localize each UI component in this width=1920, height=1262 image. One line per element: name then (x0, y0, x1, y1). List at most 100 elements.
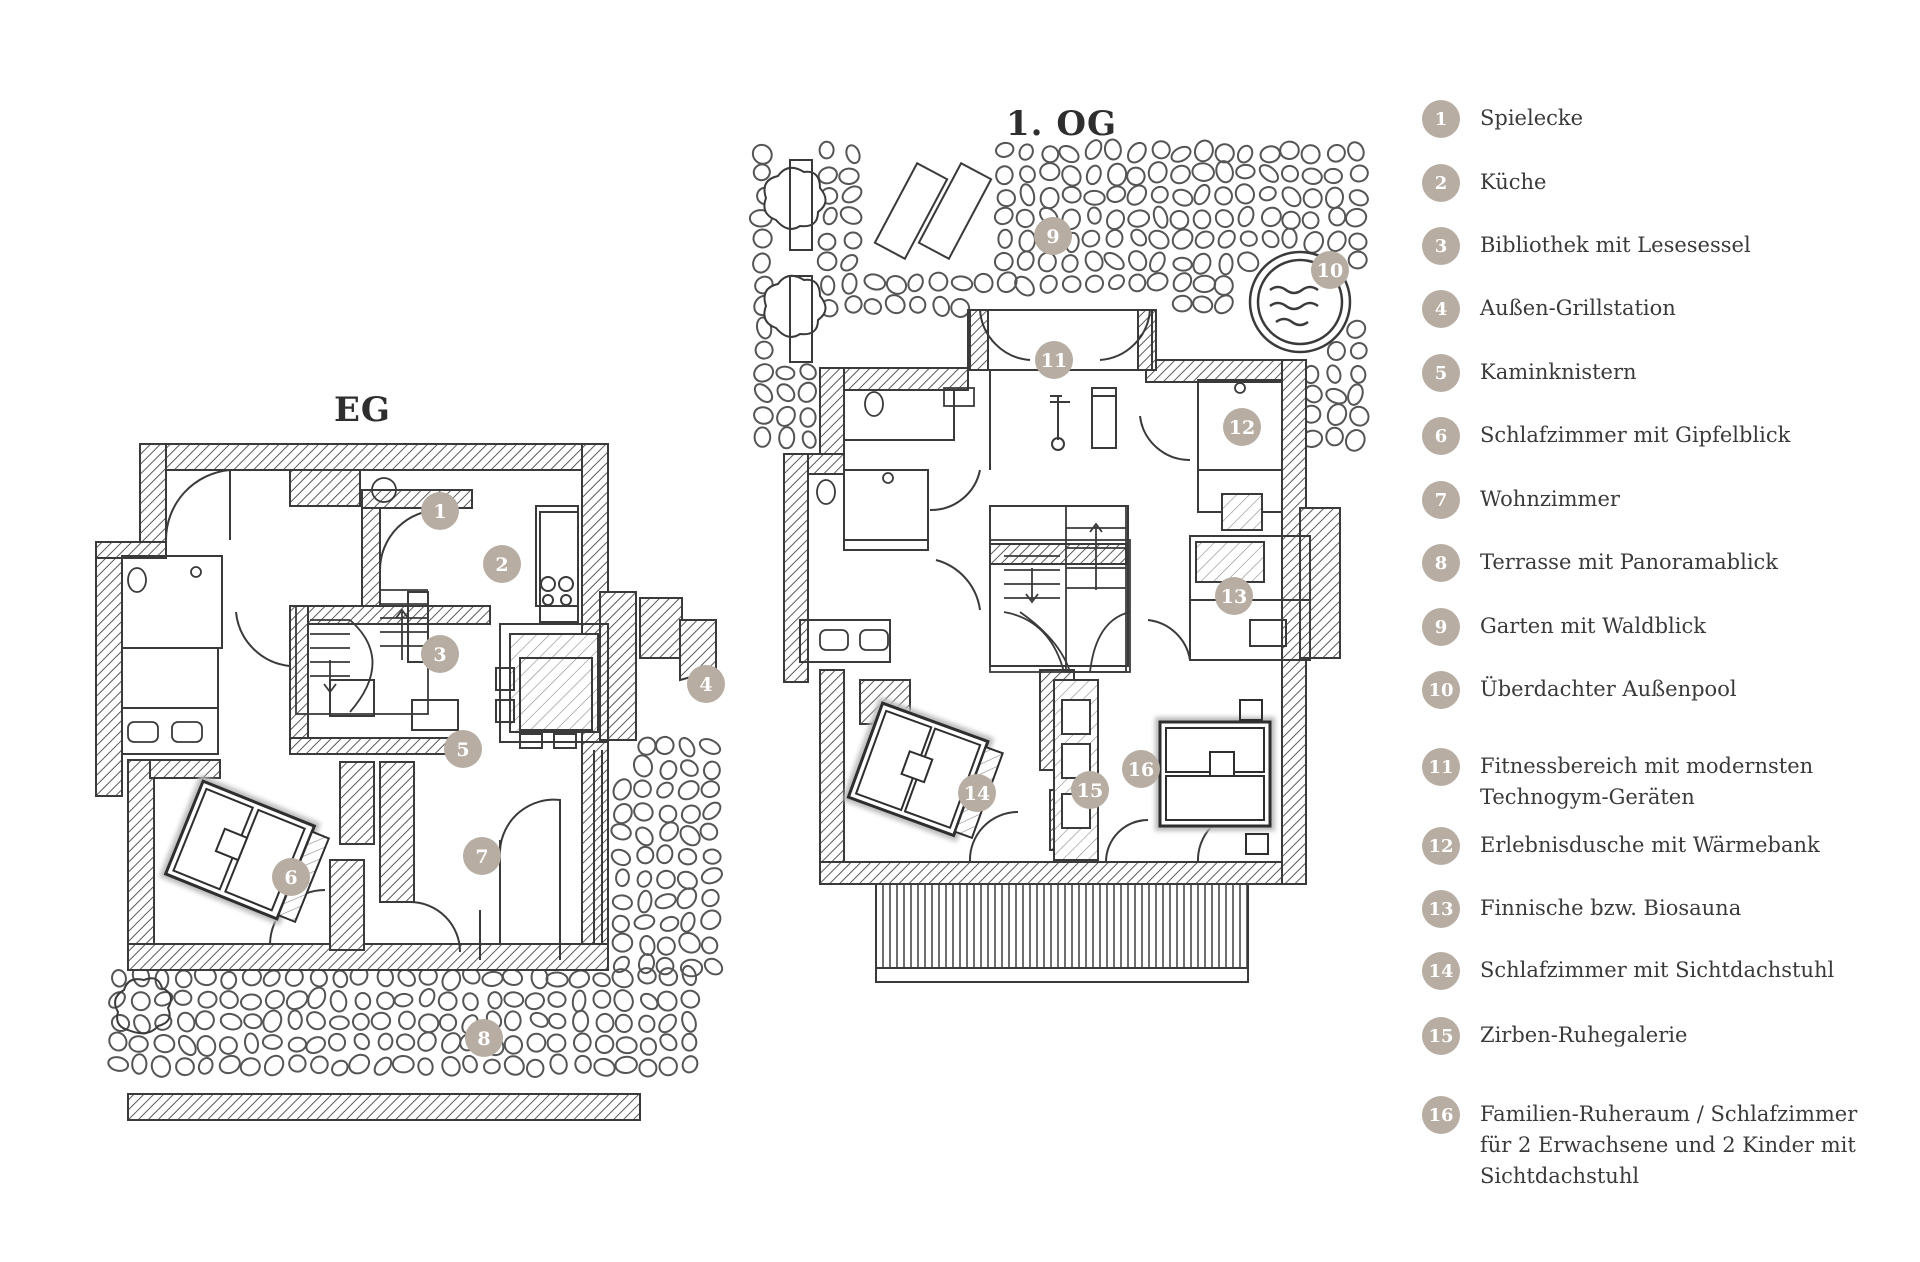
cobblestone (1171, 294, 1193, 313)
cobblestone (659, 821, 680, 842)
og-floor-title: 1. OG (1006, 104, 1117, 144)
cobblestone (633, 802, 654, 822)
cobblestone (801, 430, 817, 449)
cobblestone (1218, 252, 1234, 276)
cobblestone (1107, 162, 1128, 187)
cobblestone (1347, 250, 1368, 270)
cobblestone (613, 989, 634, 1013)
cobblestone (1015, 208, 1035, 229)
cobblestone (243, 1013, 263, 1030)
cobblestone (397, 1010, 416, 1030)
cobblestone (418, 988, 436, 1008)
cobblestone (1192, 274, 1217, 294)
cobblestone (884, 294, 906, 315)
cobblestone (592, 989, 612, 1009)
cobblestone (1214, 294, 1234, 315)
eg-floor-plan (95, 443, 724, 1121)
cobblestone (1193, 183, 1211, 206)
cobblestone (678, 736, 696, 758)
cobblestone (1258, 186, 1277, 202)
cobblestone (928, 271, 949, 292)
og-balcony (875, 883, 1249, 983)
legend-label: Bibliothek mit Lesesessel (1480, 233, 1751, 257)
cobblestone (285, 990, 309, 1011)
cobblestone (529, 1011, 549, 1028)
marker-10: 10 (1311, 251, 1349, 289)
eg-side-stones (610, 735, 724, 978)
cobblestone (418, 1013, 440, 1034)
cobblestone (131, 1053, 148, 1075)
cobblestone (676, 887, 698, 910)
cobblestone (1061, 254, 1079, 273)
cobblestone (1349, 164, 1369, 183)
cobblestone (108, 991, 126, 1009)
cobblestone (1170, 164, 1191, 185)
cobblestone (659, 915, 680, 932)
cobblestone (1151, 140, 1171, 160)
marker-9: 9 (1034, 217, 1072, 255)
legend-number-badge: 6 (1422, 417, 1460, 455)
cobblestone (753, 406, 774, 425)
marker-16-label: 16 (1128, 759, 1154, 781)
og-floor-plan (748, 138, 1370, 983)
cobblestone (153, 1033, 176, 1054)
cobblestone (655, 956, 675, 976)
cobblestone (995, 141, 1015, 158)
marker-14-label: 14 (964, 783, 990, 805)
cobblestone (1349, 342, 1368, 360)
marker-6: 6 (272, 858, 310, 896)
cobblestone (1328, 206, 1347, 227)
cobblestone (503, 1055, 525, 1076)
cobblestone (1281, 186, 1302, 208)
cobblestone (1326, 341, 1346, 361)
cobblestone (615, 868, 630, 888)
cobblestone (799, 407, 817, 428)
cobblestone (677, 848, 698, 866)
marker-8-label: 8 (477, 1028, 490, 1050)
cobblestone (1152, 205, 1169, 229)
cobblestone (287, 1036, 308, 1053)
cobblestone (822, 206, 838, 226)
cobblestone (659, 760, 678, 781)
cobblestone (817, 232, 837, 251)
cobblestone (1259, 145, 1281, 164)
cobblestone (525, 1058, 545, 1078)
marker-2-label: 2 (495, 554, 508, 576)
eg-floor-title: EG (334, 390, 391, 430)
cobblestone (1172, 256, 1193, 272)
cobblestone (1192, 209, 1212, 230)
cobblestone (698, 738, 722, 755)
cobblestone (997, 228, 1013, 249)
og-sun-loungers (873, 161, 993, 261)
eg-fence (127, 1093, 641, 1121)
cobblestone (526, 1032, 547, 1053)
marker-15-label: 15 (1077, 780, 1103, 802)
cobblestone (128, 1035, 149, 1053)
cobblestone (1214, 143, 1235, 164)
cobblestone (1019, 165, 1036, 184)
cobblestone (1084, 139, 1103, 160)
cobblestone (658, 967, 679, 987)
cobblestone (264, 989, 285, 1010)
cobblestone (395, 1033, 416, 1051)
cobblestone (1214, 209, 1234, 229)
cobblestone (611, 968, 634, 989)
cobblestone (547, 991, 567, 1008)
cobblestone (108, 1031, 128, 1052)
cobblestone (702, 760, 721, 781)
legend-number-badge: 8 (1422, 544, 1460, 582)
og-trees (763, 159, 827, 363)
cobblestone (751, 143, 773, 165)
legend-label: Garten mit Waldblick (1480, 614, 1706, 638)
cobblestone (637, 736, 657, 756)
eg-staircase (295, 589, 429, 715)
cobblestone (838, 167, 860, 186)
cobblestone (150, 1055, 172, 1078)
cobblestone (397, 968, 416, 987)
cobblestone (263, 1054, 285, 1077)
og-walls (783, 309, 1341, 885)
cobblestone (153, 991, 174, 1007)
cobblestone (679, 958, 704, 978)
cobblestone (1169, 209, 1190, 230)
